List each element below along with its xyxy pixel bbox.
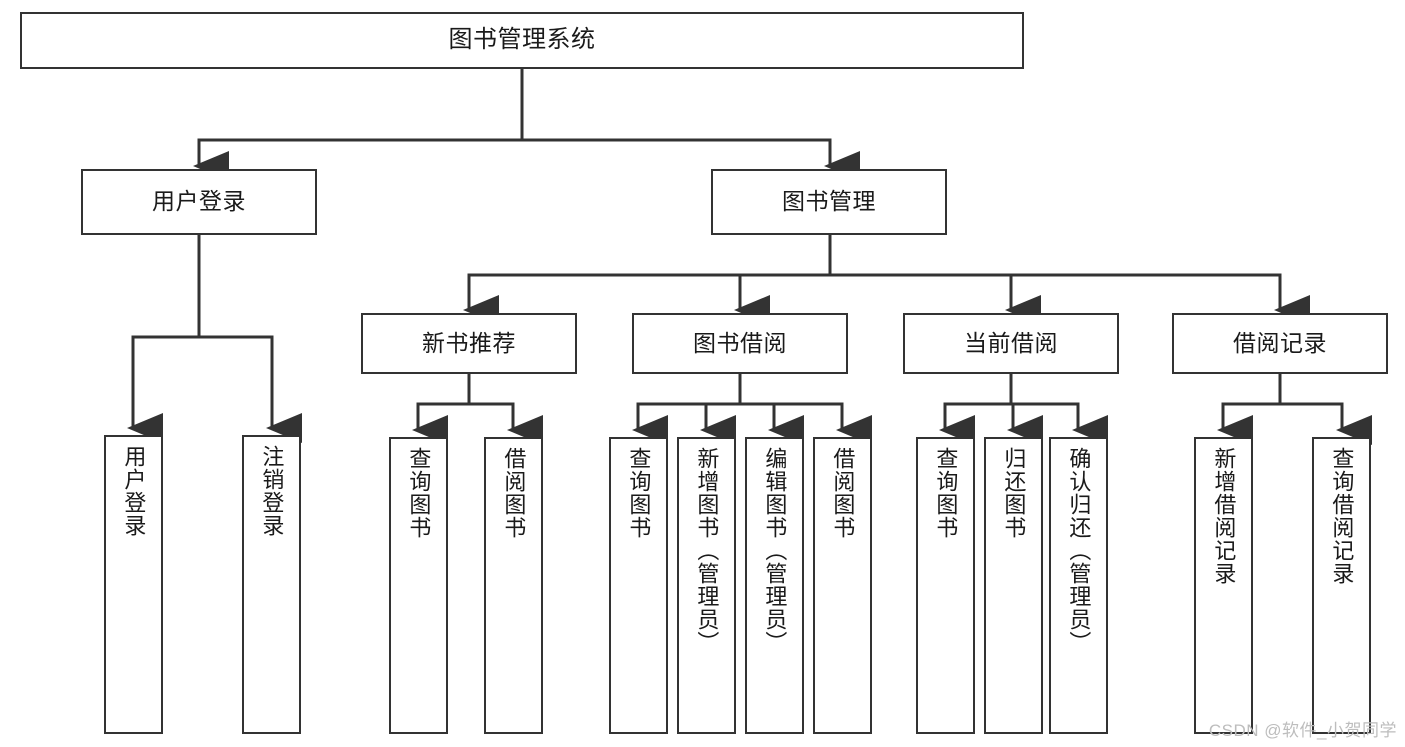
node-label: 新增图书（管理员） — [694, 447, 720, 654]
node-book-borrowing[interactable]: 图书借阅 — [632, 313, 848, 374]
node-label: 新书推荐 — [422, 329, 516, 356]
leaf-book-borrow-edit-book-admin[interactable]: 编辑图书（管理员） — [745, 437, 804, 734]
node-label: 当前借阅 — [964, 329, 1058, 356]
watermark: CSDN @软件_小贺同学 — [1208, 721, 1397, 740]
leaf-current-borrow-return-book[interactable]: 归还图书 — [984, 437, 1043, 734]
leaf-user-login-logout[interactable]: 注销登录 — [242, 435, 301, 734]
leaf-book-borrow-borrow-book[interactable]: 借阅图书 — [813, 437, 872, 734]
node-label: 注销登录 — [259, 445, 285, 537]
leaf-new-book-borrow-book[interactable]: 借阅图书 — [484, 437, 543, 734]
node-label: 借阅图书 — [501, 447, 527, 539]
node-label: 用户登录 — [152, 188, 246, 215]
node-label: 借阅记录 — [1233, 329, 1327, 356]
leaf-borrow-record-query-record[interactable]: 查询借阅记录 — [1312, 437, 1371, 734]
node-label: 借阅图书 — [830, 447, 856, 539]
node-user-login[interactable]: 用户登录 — [81, 169, 317, 235]
node-label: 查询图书 — [933, 447, 959, 539]
node-label: 新增借阅记录 — [1211, 447, 1237, 585]
leaf-current-borrow-confirm-return-admin[interactable]: 确认归还（管理员） — [1049, 437, 1108, 734]
leaf-borrow-record-add-record[interactable]: 新增借阅记录 — [1194, 437, 1253, 734]
node-new-book-recommendation[interactable]: 新书推荐 — [361, 313, 577, 374]
node-label: 查询图书 — [626, 447, 652, 539]
node-borrow-records[interactable]: 借阅记录 — [1172, 313, 1388, 374]
node-book-management[interactable]: 图书管理 — [711, 169, 947, 235]
node-label: 图书管理 — [782, 188, 876, 215]
leaf-new-book-query-book[interactable]: 查询图书 — [389, 437, 448, 734]
node-label: 归还图书 — [1001, 447, 1027, 539]
node-label: 确认归还（管理员） — [1066, 447, 1092, 654]
node-label: 用户登录 — [121, 445, 147, 537]
leaf-current-borrow-query-book[interactable]: 查询图书 — [916, 437, 975, 734]
leaf-user-login-login[interactable]: 用户登录 — [104, 435, 163, 734]
leaf-book-borrow-add-book-admin[interactable]: 新增图书（管理员） — [677, 437, 736, 734]
node-label: 查询借阅记录 — [1329, 447, 1355, 585]
node-current-borrowing[interactable]: 当前借阅 — [903, 313, 1119, 374]
node-root-book-management-system[interactable]: 图书管理系统 — [20, 12, 1024, 69]
node-label: 编辑图书（管理员） — [762, 447, 788, 654]
node-label: 图书借阅 — [693, 329, 787, 356]
node-label: 查询图书 — [406, 447, 432, 539]
node-label: 图书管理系统 — [448, 26, 596, 54]
leaf-book-borrow-query-book[interactable]: 查询图书 — [609, 437, 668, 734]
